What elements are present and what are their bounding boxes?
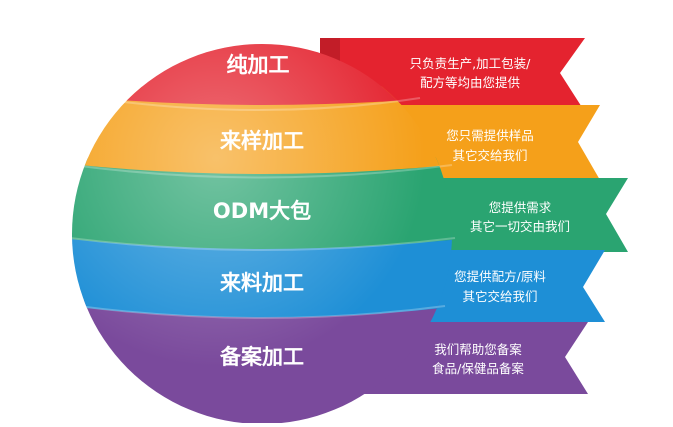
layer-label-sample: 来样加工 [220,129,304,153]
layer-label-filing: 备案加工 [219,345,304,369]
ribbon-desc-line-1: 您提供配方/原料 [454,269,546,284]
ribbon-desc-line-2: 食品/保健品备案 [432,361,524,376]
ribbon-desc-line-2: 配方等均由您提供 [420,75,520,90]
ribbon-desc-line-1: 我们帮助您备案 [434,342,522,357]
ribbon-desc-line-1: 您只需提供样品 [446,128,534,143]
layer-label-pure: 纯加工 [227,53,290,77]
ribbon-desc-line-2: 其它交给我们 [452,148,527,163]
layer-label-material: 来料加工 [220,271,304,295]
sphere-gloss [72,44,452,424]
layer-label-odm: ODM大包 [213,199,311,223]
ribbon-desc-line-2: 其它交给我们 [462,289,537,304]
ribbon-desc-line-2: 其它一切交由我们 [470,219,570,234]
ribbon-desc-line-1: 您提供需求 [489,200,552,215]
ribbon-desc-line-1: 只负责生产,加工包装/ [410,56,531,71]
